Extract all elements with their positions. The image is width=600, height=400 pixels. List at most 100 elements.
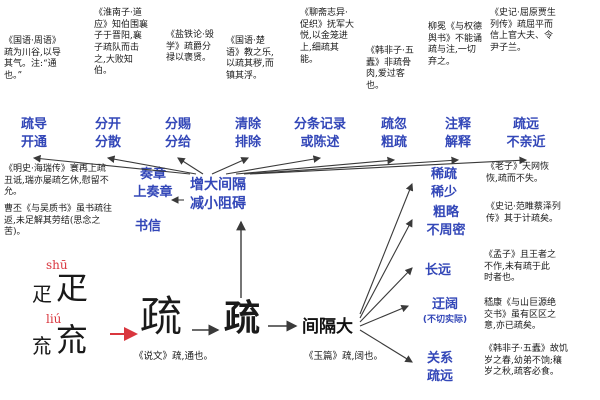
quote-text: 疏为川谷,以导其气。注:“通也。”	[4, 47, 61, 82]
sense-qingchu-paichu: 清除排除	[220, 116, 276, 151]
quote-mengzi: 《孟子》且王者之不作,未有疏于此时者也。	[484, 250, 558, 285]
quote-text: 疏屈平而信上官大夫、令尹子兰。	[490, 19, 554, 54]
quote-guoyu-zhouyu: 《国语·周语》疏为川谷,以导其气。注:“通也。”	[4, 36, 64, 83]
arrow	[211, 157, 250, 175]
sense-yukuo: 迂阔 (不切实际)	[410, 296, 480, 326]
sense-changyuan: 长远	[416, 262, 460, 280]
quote-hanfeizi-top: 《韩非子·五蠹》非疏骨肉,爱过客也。	[366, 46, 418, 93]
sense-label: 分条记录	[293, 117, 346, 132]
quote-text: 其于计疏矣。	[504, 213, 559, 224]
sense-label: 迂阔	[431, 297, 458, 312]
quote-shiji-fanju: 《史记·范睢蔡泽列传》其于计疏矣。	[486, 202, 562, 225]
sense-label: 注释	[444, 117, 471, 132]
sense-shuyuan-buqinjin: 疏远不亲近	[494, 116, 558, 151]
quote-source: 《明史·海瑞传》	[4, 164, 70, 174]
component-seal-glyph: 疋	[56, 269, 89, 307]
modern-char-shu: 疏	[224, 297, 261, 339]
sense-label: 解释	[444, 134, 471, 150]
sense-fentiaojilu: 分条记录或陈述	[284, 116, 356, 151]
quote-mingshi-hairui: 《明史·海瑞传》寰再上疏丑诋,瑞亦屡疏乞休,慰留不允。	[4, 164, 110, 199]
quote-caopi: 曹丕《与吴质书》虽书疏往返,未足解其劳结(思念之苦)。	[4, 204, 116, 239]
quote-source: 《韩非子·五蠹》	[366, 46, 414, 68]
quote-liumian: 柳冕《与权德舆书》不能诵疏与注,一切弃之。	[428, 22, 484, 69]
sense-label: 分给	[164, 134, 191, 150]
sense-shuhu-cushu: 疏忽粗疏	[366, 116, 422, 151]
sense-guanxi-shuyuan: 关系疏远	[416, 350, 464, 385]
pinyin-liu: liú	[46, 312, 62, 326]
sense-fenci-fengei: 分赐分给	[150, 116, 206, 151]
sense-label: 分开	[94, 117, 121, 132]
sense-label: 疏忽	[380, 117, 407, 132]
sense-label: 疏导	[20, 117, 47, 132]
sense-sublabel: (不切实际)	[422, 314, 468, 325]
sense-label: 稀疏	[430, 167, 457, 182]
component-seal-glyph: 㐬	[56, 321, 89, 359]
quote-laozi: 《老子》天网恢恢,疏而不失。	[486, 162, 558, 185]
arrow	[359, 182, 414, 315]
sense-label: 疏远	[426, 368, 453, 384]
sense-label: 粗略	[432, 205, 459, 220]
pinyin-shu: shū	[46, 258, 68, 272]
yupian-note: 《玉篇》疏,阔也。	[304, 351, 384, 362]
component-char: 疋	[32, 282, 52, 306]
sense-label: 不亲近	[506, 134, 546, 150]
sense-label: 稀少	[430, 184, 457, 200]
quote-source: 《史记·范睢蔡泽列传》	[486, 202, 561, 224]
quote-text: 天网恢恢,疏而不失。	[486, 162, 550, 184]
sense-label: 上奏章	[133, 184, 173, 200]
sense-label: 关系	[426, 351, 453, 366]
quote-source: 《史记·屈原贾生列传》	[490, 8, 556, 30]
component-char: 㐬	[32, 334, 52, 358]
quote-text: 疏爵分禄以褒贤。	[166, 41, 212, 64]
seal-script-shu: 疏	[140, 292, 183, 341]
sense-label: 分赐	[164, 117, 191, 132]
quote-source: 《老子》	[486, 162, 523, 172]
arrow	[249, 156, 528, 175]
quote-source: 《盐铁论·毁学》	[166, 30, 214, 52]
quote-source: 嵇康《与山巨源绝交书》	[484, 298, 557, 320]
quote-yantielun: 《盐铁论·毁学》疏爵分禄以褒贤。	[166, 30, 218, 65]
sense-fenkai-fensan: 分开分散	[80, 116, 136, 151]
quote-hanfeizi-bottom: 《韩非子·五蠹》故饥岁之春,幼弟不饷;穰岁之秋,疏客必食。	[484, 344, 568, 379]
arrow	[225, 155, 322, 175]
quote-source: 《韩非子·五蠹》	[484, 344, 550, 354]
quote-source: 《聊斋志异·促织》	[300, 8, 348, 30]
quote-text: 且王者之不作,未有疏于此时者也。	[484, 250, 557, 284]
arrow	[359, 304, 410, 327]
quote-text: 非疏骨肉,爱过客也。	[366, 57, 412, 92]
arrow	[177, 157, 204, 175]
hub-line2: 减小阻碍	[190, 195, 246, 212]
sense-label: 开通	[20, 134, 47, 150]
arrow	[359, 267, 413, 323]
chain-arrows	[110, 220, 298, 341]
sense-label: 长远	[424, 263, 451, 278]
sense-label: 疏远	[512, 117, 539, 132]
ancient-component-liu: 㐬 㐬	[32, 324, 88, 356]
sense-label: 清除	[234, 117, 261, 132]
ancient-component-shu: 疋 疋	[32, 272, 88, 304]
arrow	[235, 156, 396, 175]
sense-label: 奏章	[139, 167, 166, 182]
sense-label: 分散	[94, 134, 121, 150]
sense-shuxin: 书信	[126, 218, 170, 236]
quote-text: 不能诵疏与注,一切弃之。	[428, 33, 483, 68]
sense-shudao-kaitong: 疏导开通	[6, 116, 62, 151]
jiangeda-fan-arrows	[359, 182, 414, 363]
quote-source: 《孟子》	[484, 250, 521, 260]
sense-xishu-xishao: 稀疏稀少	[416, 166, 472, 201]
sense-label: 粗疏	[380, 134, 407, 150]
quote-source: 《淮南子·道应》	[94, 8, 142, 30]
quote-guoyu-chuyu: 《国语·楚语》教之乐,以疏其秽,而镇其浮。	[226, 36, 278, 83]
sense-label: 或陈述	[300, 134, 340, 150]
quote-source: 《国语·楚语》	[226, 36, 265, 58]
sense-zouzhang: 奏章上奏章	[128, 166, 178, 201]
quote-source: 柳冕《与权德舆书》	[428, 22, 483, 44]
quote-source: 《国语·周语》	[4, 36, 61, 46]
sense-culue-buzhoumi: 粗略不周密	[416, 204, 476, 239]
quote-text: 抚军大悦,以金笼进上,细疏其能。	[300, 19, 355, 65]
core-meaning-jiangeda: 间隔大	[302, 317, 353, 337]
arrow	[359, 219, 413, 319]
sense-label: 书信	[134, 219, 161, 234]
quote-shiji-quyuan: 《史记·屈原贾生列传》疏屈平而信上官大夫、令尹子兰。	[490, 8, 558, 55]
